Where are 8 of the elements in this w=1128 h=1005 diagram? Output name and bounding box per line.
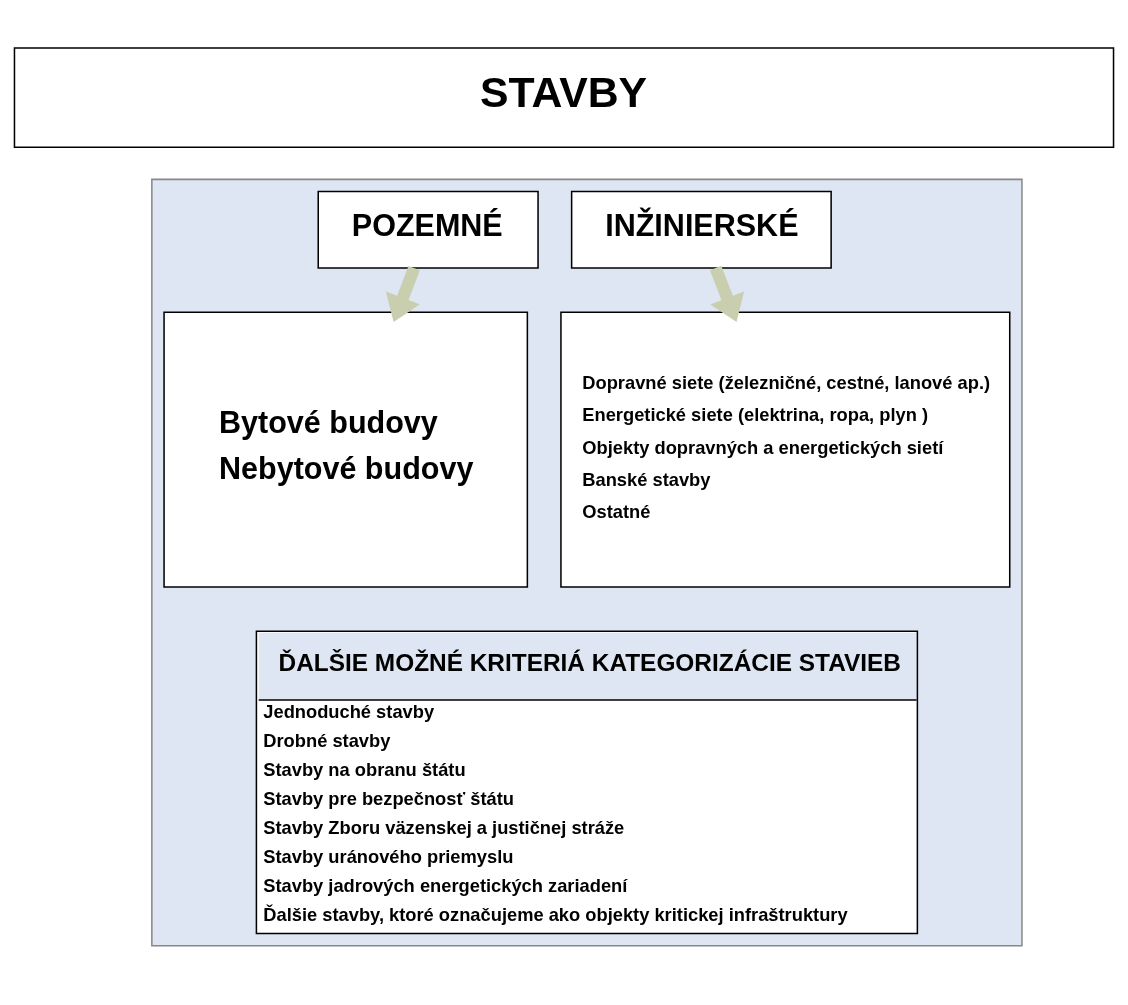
node-box: POZEMNÉ (317, 190, 539, 269)
cluster (151, 178, 1023, 946)
node-box: INŽINIERSKÉ (570, 190, 832, 269)
arrow (709, 265, 745, 322)
node-box: Dopravné siete (železničné, cestné, lanové ap.) Energetické siete (elektrina, ropa, plyn ) Objekty dopravných a energetických sietí Banské stavby Ostatné (560, 310, 1011, 588)
node-box: Bytové budovy Nebytové budovy (163, 310, 529, 588)
node-box: STAVBY (13, 46, 1115, 148)
arrow (385, 265, 420, 322)
